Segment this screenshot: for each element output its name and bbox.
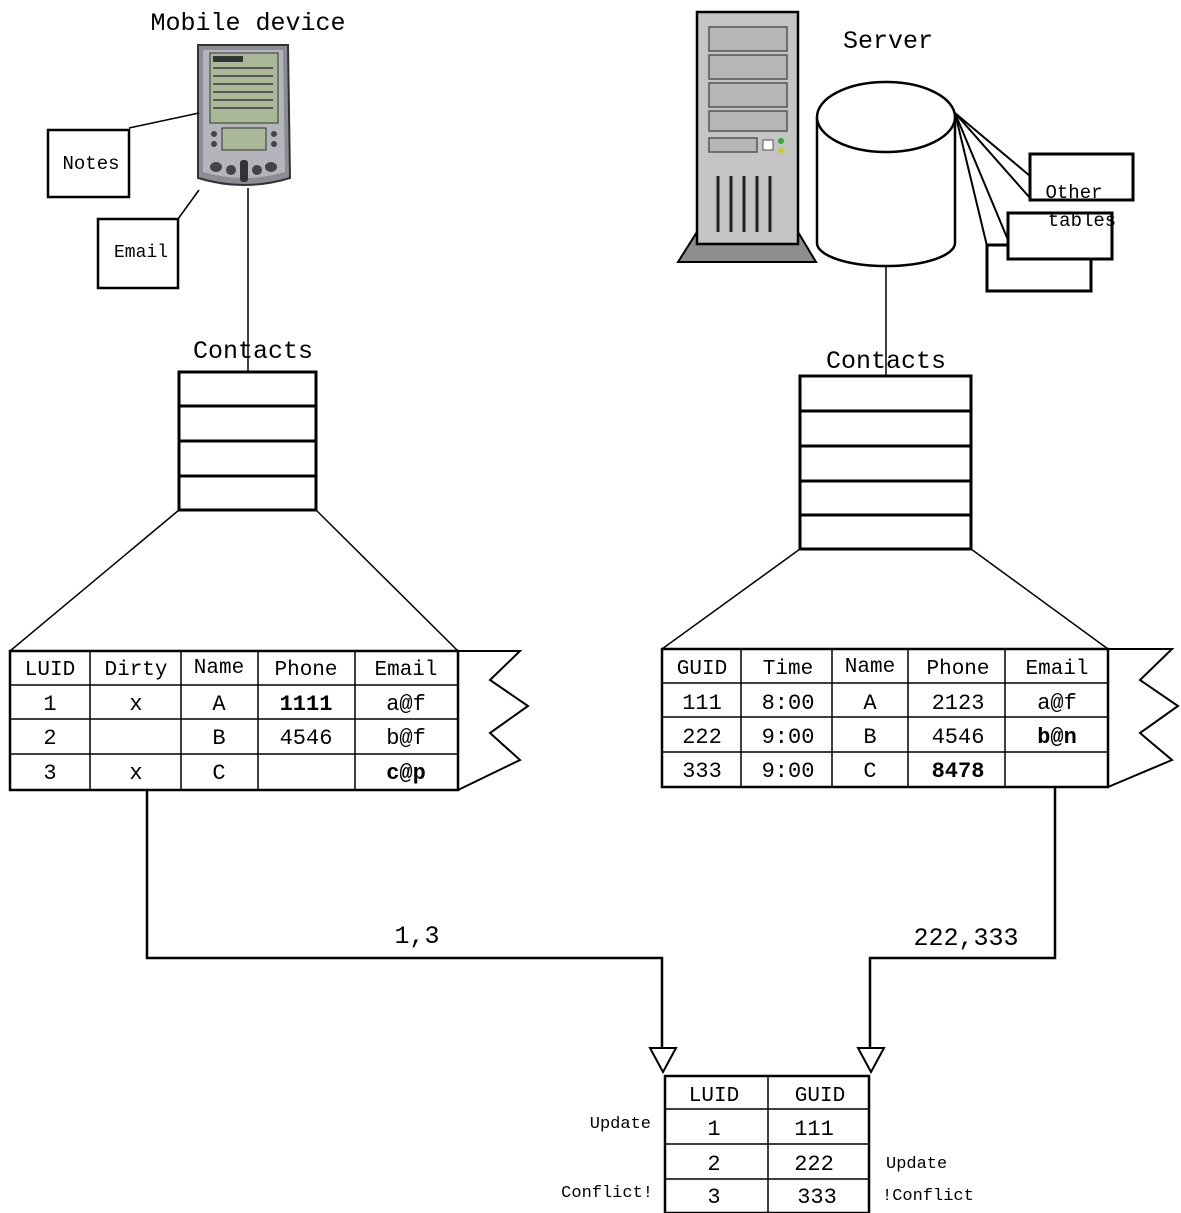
server-cell: 8:00 <box>762 691 815 716</box>
mapping-header-luid: LUID <box>689 1085 739 1108</box>
mobile-zoom-line-right <box>316 510 458 651</box>
server-cell: 2123 <box>932 691 985 716</box>
mobile-contacts-label: Contacts <box>193 337 313 366</box>
mobile-cell: 2 <box>43 726 56 751</box>
mobile-contacts-table: LUID Dirty Name Phone Email 1 x A 1111 a… <box>10 651 458 790</box>
mobile-cell: x <box>129 692 142 717</box>
mobile-header-email: Email <box>374 659 437 682</box>
mobile-zoom-line-left <box>10 510 179 651</box>
server-cell: 222 <box>682 725 722 750</box>
mapping-cell: 2 <box>707 1152 720 1177</box>
mapping-note-left-conflict: Conflict! <box>561 1184 653 1203</box>
server-tower-icon <box>678 12 816 262</box>
mobile-cell: A <box>212 692 226 717</box>
mobile-contacts-stack <box>179 372 316 510</box>
server-header-email: Email <box>1025 658 1088 681</box>
server-cell: B <box>863 725 876 750</box>
server-cell: 111 <box>682 691 722 716</box>
server-header-guid: GUID <box>677 658 727 681</box>
server-cell: a@f <box>1037 691 1077 716</box>
server-cell: A <box>863 691 877 716</box>
mapping-cell: 222 <box>794 1152 834 1177</box>
mapping-note-right-conflict: !Conflict <box>882 1187 974 1206</box>
mobile-header-dirty: Dirty <box>104 659 167 682</box>
server-title: Server <box>843 27 933 56</box>
database-cylinder-icon <box>817 82 955 266</box>
server-header-phone: Phone <box>926 658 989 681</box>
mobile-cell: C <box>212 761 225 786</box>
left-flow-arrowhead-icon <box>650 1048 676 1072</box>
right-flow-arrowhead-icon <box>858 1048 884 1072</box>
server-contacts-table: GUID Time Name Phone Email 111 8:00 A 21… <box>662 649 1108 787</box>
right-flow-label: 222,333 <box>913 924 1018 953</box>
mapping-note-right-update: Update <box>886 1155 947 1174</box>
mapping-cell: 1 <box>707 1117 720 1142</box>
mobile-header-luid: LUID <box>25 659 75 682</box>
right-flow-line <box>870 787 1055 1050</box>
email-connector <box>178 190 199 219</box>
mobile-header-phone: Phone <box>274 659 337 682</box>
server-header-time: Time <box>763 658 813 681</box>
left-flow-line <box>147 790 662 1050</box>
mapping-header-guid: GUID <box>795 1085 845 1108</box>
mapping-cell: 111 <box>794 1117 834 1142</box>
mobile-cell: B <box>212 726 225 751</box>
mobile-cell: a@f <box>386 692 426 717</box>
mobile-cell: 4546 <box>280 726 333 751</box>
server-cell: C <box>863 759 876 784</box>
server-cell: 8478 <box>932 759 985 784</box>
mobile-cell: 3 <box>43 761 56 786</box>
pda-device-icon <box>198 45 290 185</box>
mapping-note-left-update: Update <box>590 1115 651 1134</box>
mobile-header-name: Name <box>194 657 244 680</box>
mapping-table: LUID GUID 1 111 2 222 3 333 <box>665 1076 869 1213</box>
mapping-cell: 3 <box>707 1185 720 1210</box>
email-label: Email <box>114 243 168 263</box>
server-table-torn-edge <box>1108 649 1178 787</box>
mapping-cell: 333 <box>797 1185 837 1210</box>
notes-connector <box>129 113 199 128</box>
server-cell: 9:00 <box>762 725 815 750</box>
server-cell: 9:00 <box>762 759 815 784</box>
mobile-cell: 1111 <box>280 692 333 717</box>
mobile-cell: 1 <box>43 692 56 717</box>
server-contacts-stack <box>800 376 971 549</box>
mobile-cell: x <box>129 761 142 786</box>
mobile-cell: c@p <box>386 761 426 786</box>
server-cell: b@n <box>1037 725 1077 750</box>
mobile-cell: b@f <box>386 726 426 751</box>
server-zoom-line-left <box>662 549 800 649</box>
left-flow-label: 1,3 <box>394 922 439 951</box>
mobile-device-title: Mobile device <box>150 9 345 38</box>
other-tables-label-line2: tables <box>1048 210 1116 232</box>
other-tables-label-line1: Other <box>1045 182 1102 204</box>
server-cell: 333 <box>682 759 722 784</box>
server-contacts-label: Contacts <box>826 347 946 376</box>
server-zoom-line-right <box>971 549 1108 649</box>
mobile-table-torn-edge <box>458 651 528 790</box>
server-header-name: Name <box>845 656 895 679</box>
server-cell: 4546 <box>932 725 985 750</box>
notes-label: Notes <box>62 153 119 175</box>
